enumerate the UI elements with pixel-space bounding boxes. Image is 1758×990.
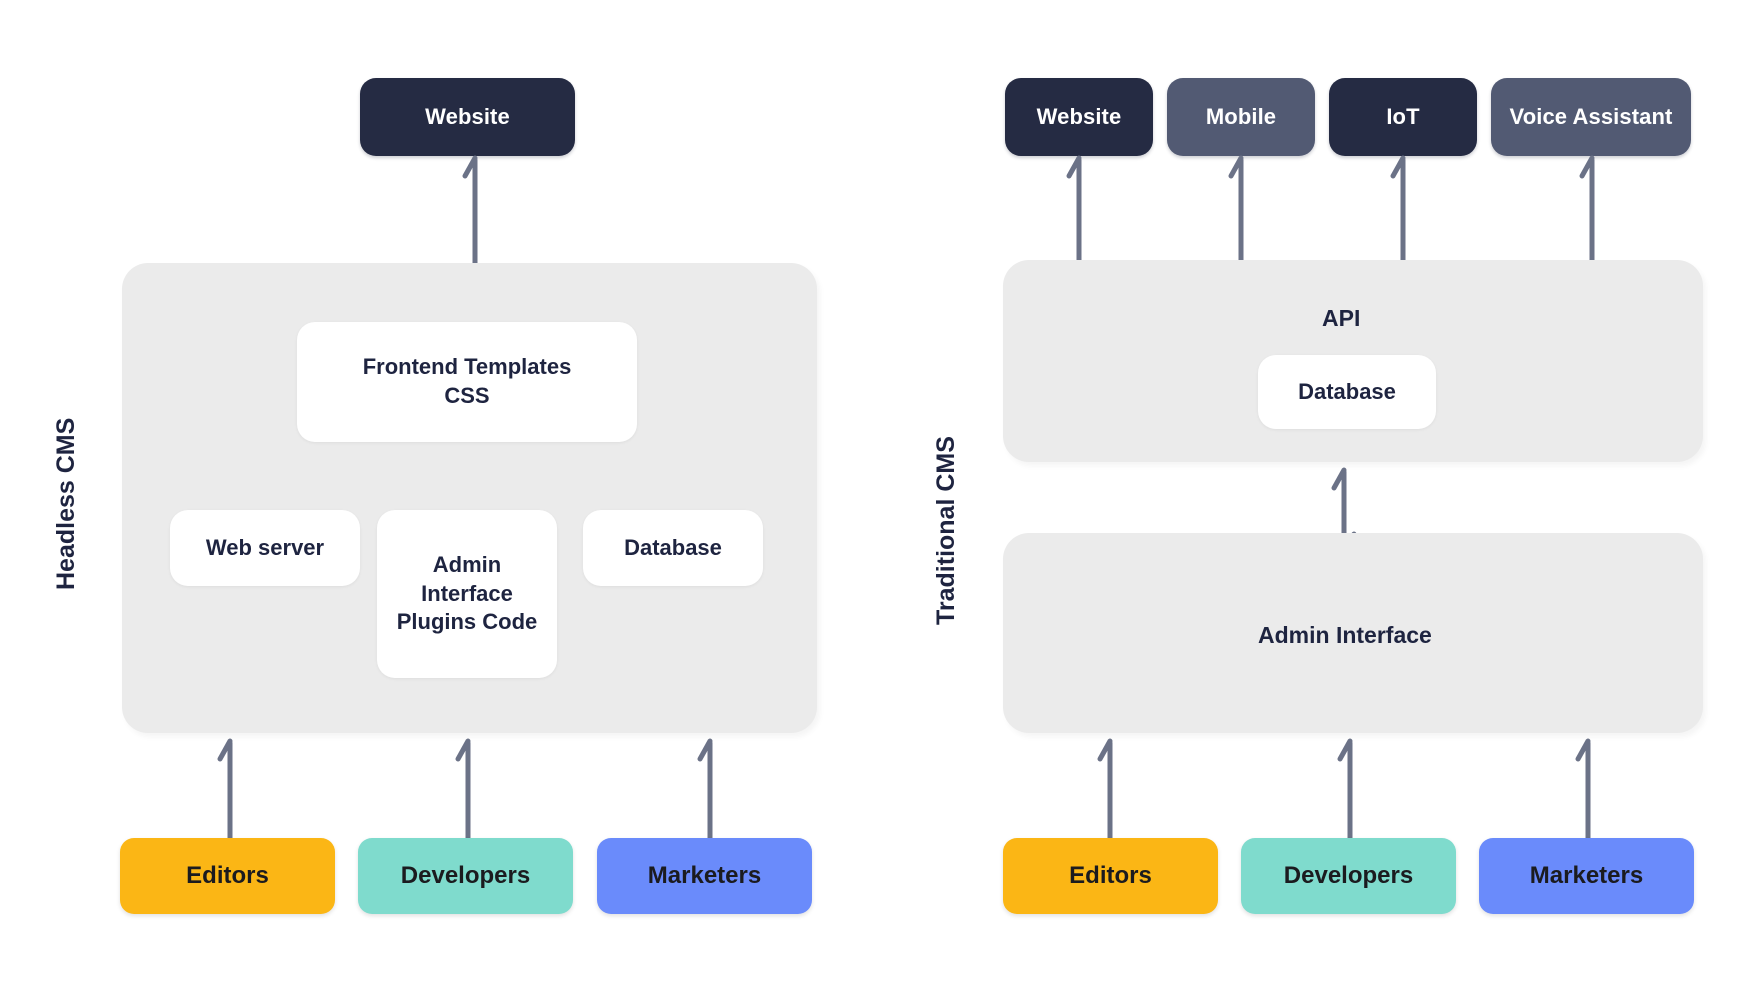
connector-right-mobile bbox=[1228, 155, 1244, 266]
persona-developers-right-label: Developers bbox=[1283, 862, 1414, 889]
card-database-right[interactable]: Database bbox=[1258, 355, 1436, 429]
card-admin-interface-plugins[interactable]: Admin Interface Plugins Code bbox=[377, 510, 557, 678]
card-frontend-templates-line1: Frontend Templates bbox=[362, 354, 572, 380]
connector-left-editors bbox=[217, 738, 233, 841]
persona-editors-left-label: Editors bbox=[186, 862, 269, 889]
headless-cms-caption: Headless CMS bbox=[52, 417, 80, 590]
connector-left-website bbox=[462, 155, 478, 271]
connector-right-website bbox=[1066, 155, 1082, 266]
connector-right-marketers bbox=[1575, 738, 1591, 841]
right-channel-website[interactable]: Website bbox=[1005, 78, 1153, 156]
left-channel-website[interactable]: Website bbox=[360, 78, 575, 156]
connector-right-iot bbox=[1390, 155, 1406, 266]
card-database-right-label: Database bbox=[1298, 378, 1396, 404]
card-admin-line3: Plugins Code bbox=[396, 609, 538, 635]
card-admin-line2: Interface bbox=[421, 580, 513, 606]
admin-interface-panel bbox=[1003, 533, 1703, 733]
card-web-server[interactable]: Web server bbox=[170, 510, 360, 586]
connector-right-developers bbox=[1337, 738, 1353, 841]
persona-marketers-right[interactable]: Marketers bbox=[1479, 838, 1694, 914]
right-channel-voice-assistant[interactable]: Voice Assistant bbox=[1491, 78, 1691, 156]
left-channel-website-label: Website bbox=[425, 103, 510, 129]
traditional-cms-caption: Traditional CMS bbox=[932, 436, 960, 625]
connector-left-marketers bbox=[697, 738, 713, 841]
persona-developers-left[interactable]: Developers bbox=[358, 838, 573, 914]
right-channel-iot[interactable]: IoT bbox=[1329, 78, 1477, 156]
right-channel-mobile-label: Mobile bbox=[1205, 103, 1277, 129]
persona-developers-left-label: Developers bbox=[400, 862, 531, 889]
card-database-left[interactable]: Database bbox=[583, 510, 763, 586]
right-channel-iot-label: IoT bbox=[1386, 103, 1420, 129]
persona-editors-left[interactable]: Editors bbox=[120, 838, 335, 914]
card-frontend-templates-line2: CSS bbox=[444, 383, 490, 408]
right-channel-voice-assistant-label: Voice Assistant bbox=[1509, 103, 1673, 129]
card-frontend-templates[interactable]: Frontend Templates CSS bbox=[297, 322, 637, 442]
persona-editors-right[interactable]: Editors bbox=[1003, 838, 1218, 914]
api-panel-label: API bbox=[1322, 305, 1361, 331]
right-channel-mobile[interactable]: Mobile bbox=[1167, 78, 1315, 156]
connector-left-developers bbox=[455, 738, 471, 841]
card-database-left-label: Database bbox=[624, 534, 722, 560]
persona-marketers-left-label: Marketers bbox=[647, 862, 762, 889]
connector-right-editors bbox=[1097, 738, 1113, 841]
card-admin-line1: Admin bbox=[432, 552, 502, 578]
right-channel-website-label: Website bbox=[1036, 103, 1122, 129]
persona-editors-right-label: Editors bbox=[1069, 862, 1152, 889]
connector-right-voice-assistant bbox=[1579, 155, 1595, 266]
admin-interface-panel-label: Admin Interface bbox=[1258, 622, 1432, 648]
persona-developers-right[interactable]: Developers bbox=[1241, 838, 1456, 914]
persona-marketers-left[interactable]: Marketers bbox=[597, 838, 812, 914]
card-web-server-label: Web server bbox=[205, 534, 325, 560]
persona-marketers-right-label: Marketers bbox=[1529, 862, 1644, 889]
